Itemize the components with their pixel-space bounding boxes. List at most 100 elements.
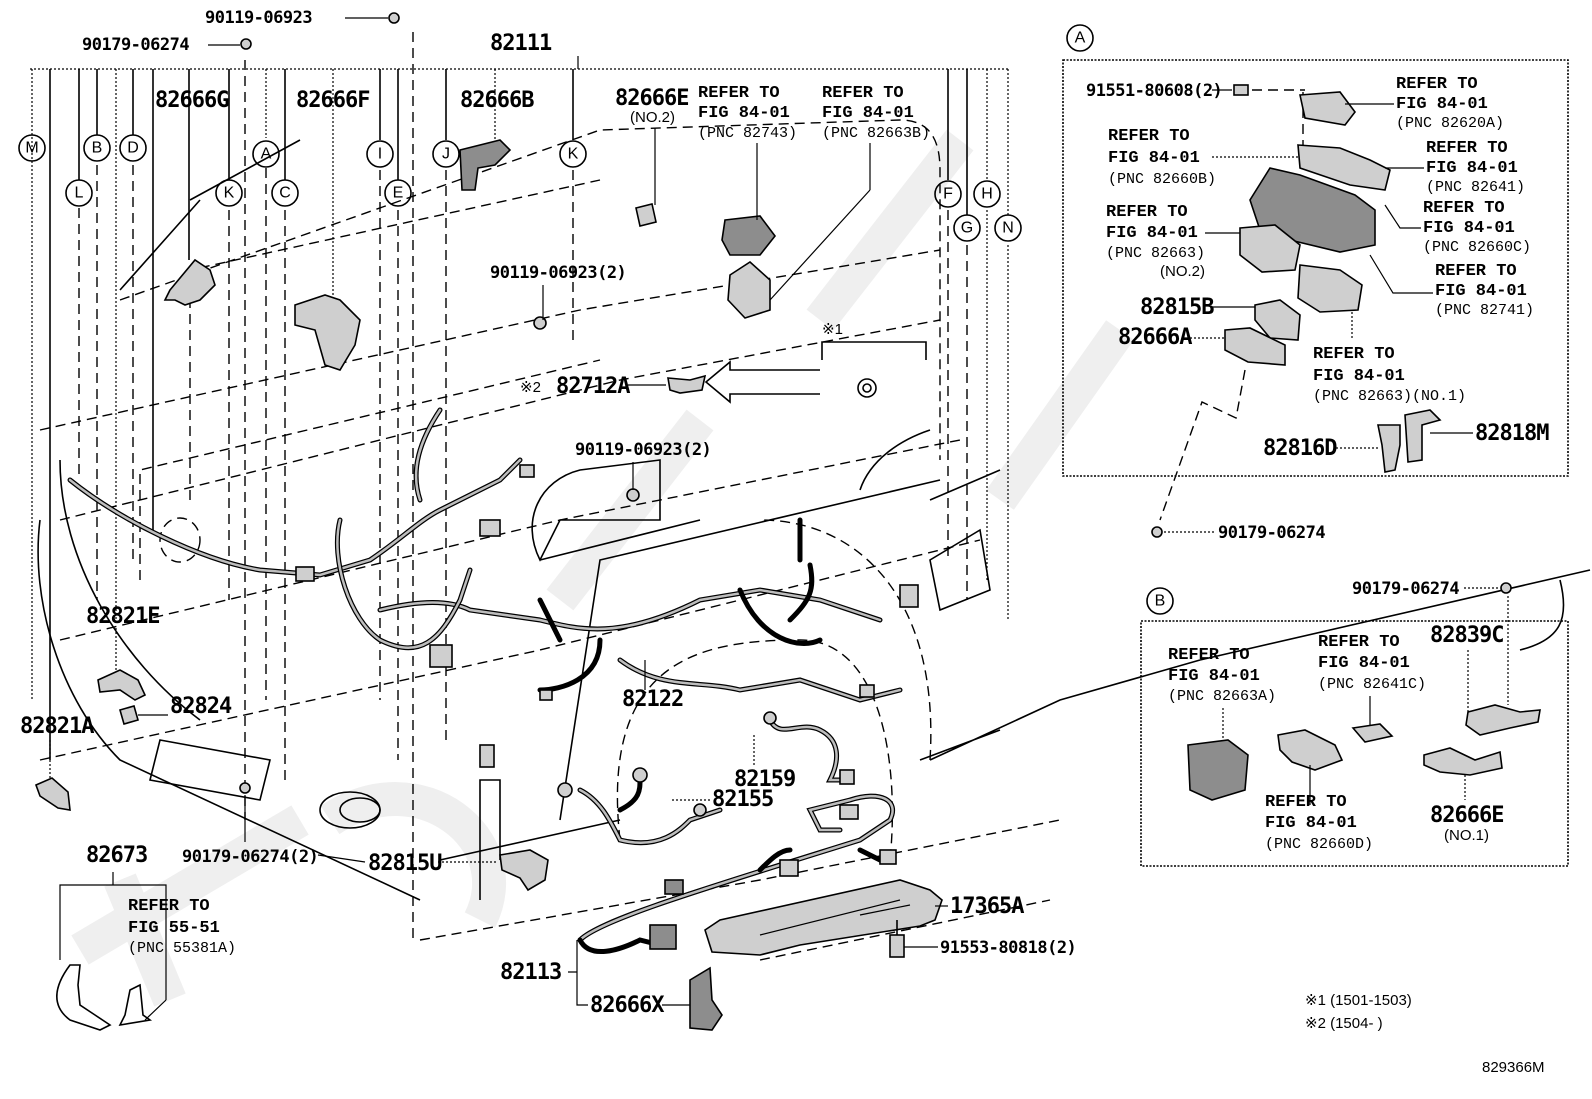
label-82816D[interactable]: 82816D — [1263, 436, 1338, 461]
callout-j[interactable]: J — [432, 140, 460, 168]
refer-82641C[interactable]: REFER TO FIG 84-01 (PNC 82641C) — [1318, 633, 1426, 725]
refer-82660B[interactable]: REFER TO FIG 84-01 (PNC 82660B) — [1108, 127, 1298, 188]
callout-k-right[interactable]: K — [559, 140, 587, 168]
callout-h[interactable]: H — [973, 180, 1001, 208]
part-82712A[interactable] — [667, 374, 707, 394]
part-82818M[interactable] — [1404, 409, 1442, 463]
svg-text:REFER TO: REFER TO — [1313, 345, 1395, 364]
callout-i[interactable]: I — [366, 140, 394, 168]
part-82815B[interactable] — [1254, 299, 1301, 341]
clip-90179-06274-b — [1500, 582, 1512, 594]
part-82673-brackets[interactable] — [56, 964, 153, 1031]
label-82122[interactable]: 82122 — [622, 687, 684, 712]
part-82666G[interactable] — [163, 258, 216, 306]
part-82663A[interactable] — [1187, 739, 1249, 801]
label-82818M[interactable]: 82818M — [1475, 421, 1550, 446]
label-91553-80818[interactable]: 91553-80818(2) — [940, 938, 1077, 958]
label-82815U[interactable]: 82815U — [368, 851, 443, 876]
svg-text:L: L — [75, 185, 84, 202]
callout-b[interactable]: B — [83, 134, 111, 162]
part-82660D[interactable] — [1277, 729, 1344, 771]
svg-text:FIG 84-01: FIG 84-01 — [1423, 219, 1515, 238]
part-82666F[interactable] — [294, 294, 361, 371]
part-91553-80818-bolt[interactable] — [889, 920, 905, 958]
label-90119-06923[interactable]: 90119-06923 — [205, 8, 313, 28]
part-82663-no2[interactable] — [1239, 224, 1301, 273]
callout-n[interactable]: N — [994, 214, 1022, 242]
label-82824[interactable]: 82824 — [170, 694, 233, 719]
callout-k-left[interactable]: K — [215, 179, 243, 207]
refer-82641[interactable]: REFER TO FIG 84-01 (PNC 82641) — [1385, 139, 1525, 196]
refer-block-82743[interactable]: REFER TO FIG 84-01 (PNC 82743) — [698, 84, 797, 220]
refer-82663-no2[interactable]: REFER TO FIG 84-01 (PNC 82663) (NO.2) — [1106, 203, 1240, 280]
callout-e[interactable]: E — [384, 179, 412, 207]
svg-text:M: M — [25, 140, 38, 157]
refer-block-55381A[interactable]: REFER TO FIG 55-51 (PNC 55381A) — [128, 897, 236, 957]
label-91551-80608[interactable]: 91551-80608(2) — [1086, 81, 1223, 101]
wire-harness-82122[interactable] — [67, 407, 903, 703]
part-82663B-cover[interactable] — [727, 260, 771, 319]
refer-82660C[interactable]: REFER TO FIG 84-01 (PNC 82660C) — [1384, 199, 1531, 256]
refer-82660D[interactable]: REFER TO FIG 84-01 (PNC 82660D) — [1265, 793, 1373, 853]
callout-c[interactable]: C — [271, 179, 299, 207]
label-82839C[interactable]: 82839C — [1430, 623, 1504, 648]
label-82666E-no2[interactable]: 82666E — [615, 86, 689, 111]
label-90119-06923-2a[interactable]: 90119-06923(2) — [490, 263, 627, 283]
part-17365A[interactable] — [704, 879, 943, 956]
refer-82620A[interactable]: REFER TO FIG 84-01 (PNC 82620A) — [1345, 75, 1504, 132]
part-82815U[interactable] — [499, 849, 549, 892]
callout-f[interactable]: F — [934, 180, 962, 208]
label-82673[interactable]: 82673 — [86, 843, 148, 868]
label-82666A[interactable]: 82666A — [1118, 325, 1193, 350]
label-82821A[interactable]: 82821A — [20, 714, 95, 739]
part-82666B[interactable] — [459, 139, 512, 191]
label-82666G[interactable]: 82666G — [155, 88, 230, 113]
refer-block-82663B[interactable]: REFER TO FIG 84-01 (PNC 82663B) — [769, 84, 930, 301]
part-82666E-no2[interactable] — [635, 203, 657, 227]
label-82712A-mark: ※2 — [520, 379, 541, 396]
callout-l[interactable]: L — [65, 179, 93, 207]
label-90179-06274-a[interactable]: 90179-06274 — [1218, 523, 1326, 543]
label-90179-06274-2[interactable]: 90179-06274(2) — [182, 847, 319, 867]
part-82660B[interactable] — [1297, 144, 1391, 191]
refer-82663A[interactable]: REFER TO FIG 84-01 (PNC 82663A) — [1168, 646, 1276, 745]
label-82666X[interactable]: 82666X — [590, 993, 665, 1018]
label-90179-06274-b[interactable]: 90179-06274 — [1352, 579, 1460, 599]
label-90119-06923-2b[interactable]: 90119-06923(2) — [575, 440, 712, 460]
part-82816D[interactable] — [1377, 424, 1401, 473]
part-82824[interactable] — [119, 705, 139, 725]
part-82620A[interactable] — [1299, 91, 1357, 126]
svg-text:(PNC 82660B): (PNC 82660B) — [1108, 171, 1216, 188]
callout-a[interactable]: A — [252, 140, 280, 168]
part-82821A[interactable] — [34, 777, 71, 811]
label-82113[interactable]: 82113 — [500, 960, 562, 985]
label-17365A[interactable]: 17365A — [950, 894, 1025, 919]
wire-harness-82113[interactable] — [577, 793, 895, 955]
label-82666E-no1[interactable]: 82666E — [1430, 803, 1504, 828]
label-82815B[interactable]: 82815B — [1140, 295, 1215, 320]
refer-82663-no1[interactable]: REFER TO FIG 84-01 (PNC 82663)(NO.1) — [1313, 312, 1466, 405]
label-82111[interactable]: 82111 — [490, 31, 553, 56]
part-82641C[interactable] — [1351, 723, 1394, 743]
label-82155[interactable]: 82155 — [712, 787, 774, 812]
part-82666X[interactable] — [689, 966, 723, 1031]
refer-82741[interactable]: REFER TO FIG 84-01 (PNC 82741) — [1369, 254, 1534, 319]
part-82821E[interactable] — [97, 669, 147, 701]
label-90179-06274[interactable]: 90179-06274 — [82, 35, 190, 55]
label-82159[interactable]: 82159 — [734, 767, 796, 792]
part-82666A[interactable] — [1224, 327, 1286, 366]
callout-d[interactable]: D — [119, 134, 147, 162]
part-82743-relay[interactable] — [721, 215, 777, 256]
wire-harness-82159[interactable] — [767, 717, 853, 783]
callout-m[interactable]: M — [18, 134, 46, 162]
callout-g[interactable]: G — [953, 214, 981, 242]
figure-code: 829366M — [1482, 1059, 1545, 1076]
label-82712A[interactable]: 82712A — [556, 374, 631, 399]
label-82666B[interactable]: 82666B — [460, 88, 535, 113]
connectors — [295, 464, 919, 950]
label-82666F[interactable]: 82666F — [296, 88, 370, 113]
label-82821E[interactable]: 82821E — [86, 604, 160, 629]
part-82741[interactable] — [1297, 264, 1363, 313]
part-82839C[interactable] — [1465, 704, 1541, 736]
part-82666E-no1[interactable] — [1423, 747, 1503, 776]
